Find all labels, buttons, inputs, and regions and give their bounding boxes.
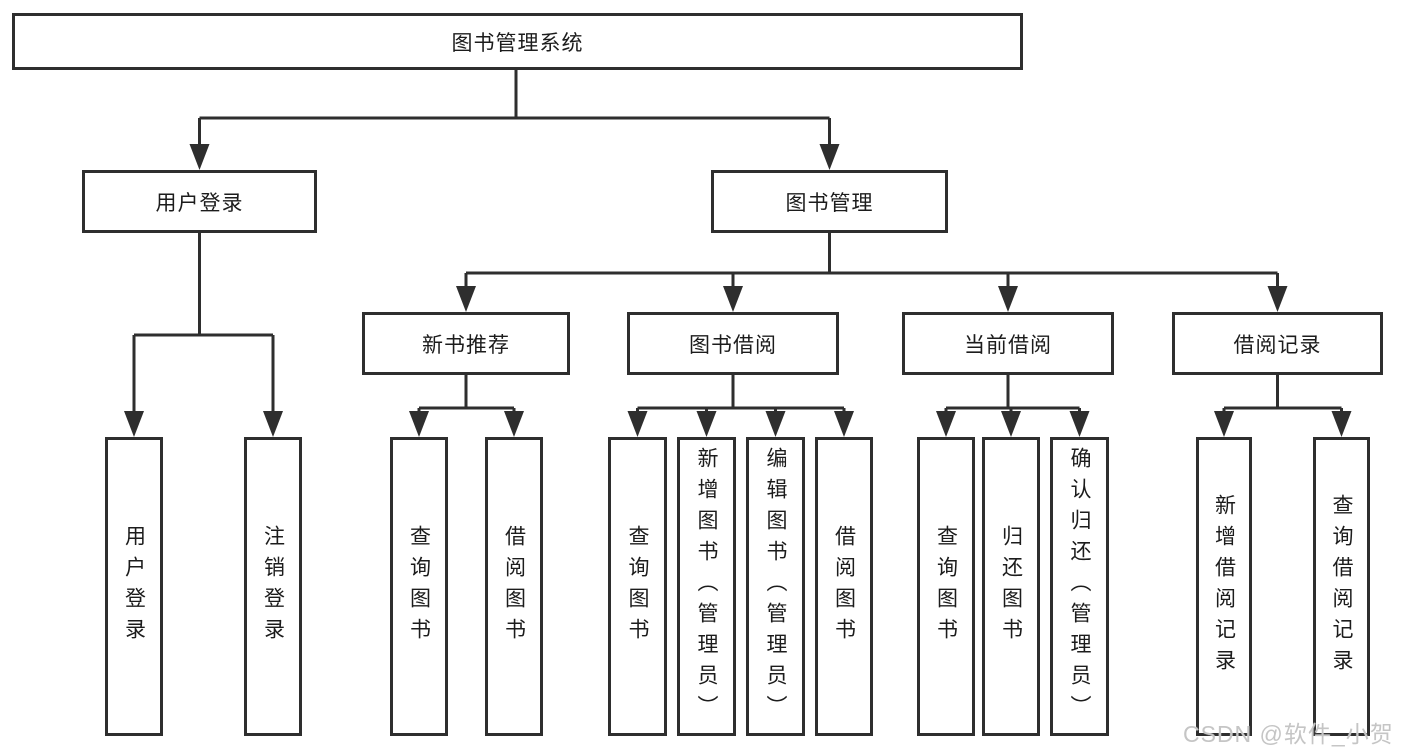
node-user-login: 用户登录 [82, 170, 317, 233]
leaf-confirm-return-admin: 确认归还（管理员） [1050, 437, 1109, 736]
leaf-return-books: 归还图书 [982, 437, 1040, 736]
csdn-watermark: CSDN @软件_小贺同学 [1183, 721, 1394, 747]
node-book-management: 图书管理 [711, 170, 948, 233]
node-new-book-recommendation: 新书推荐 [362, 312, 570, 375]
leaf-borrow-books-recommend: 借阅图书 [485, 437, 543, 736]
node-root: 图书管理系统 [12, 13, 1023, 70]
leaf-query-books-recommend: 查询图书 [390, 437, 448, 736]
node-current-borrowing: 当前借阅 [902, 312, 1114, 375]
leaf-add-book-admin: 新增图书（管理员） [677, 437, 736, 736]
leaf-query-borrow-record: 查询借阅记录 [1313, 437, 1370, 736]
leaf-query-books-borrowing: 查询图书 [608, 437, 667, 736]
node-book-borrowing: 图书借阅 [627, 312, 839, 375]
arrowheads [124, 144, 1352, 437]
leaf-edit-book-admin: 编辑图书（管理员） [746, 437, 805, 736]
leaf-user-login: 用户登录 [105, 437, 163, 736]
leaf-borrow-books-borrowing: 借阅图书 [815, 437, 873, 736]
leaf-query-books-current: 查询图书 [917, 437, 975, 736]
leaf-add-borrow-record: 新增借阅记录 [1196, 437, 1252, 736]
leaf-logout: 注销登录 [244, 437, 302, 736]
node-borrowing-records: 借阅记录 [1172, 312, 1383, 375]
connector-paths [132, 69, 1343, 420]
